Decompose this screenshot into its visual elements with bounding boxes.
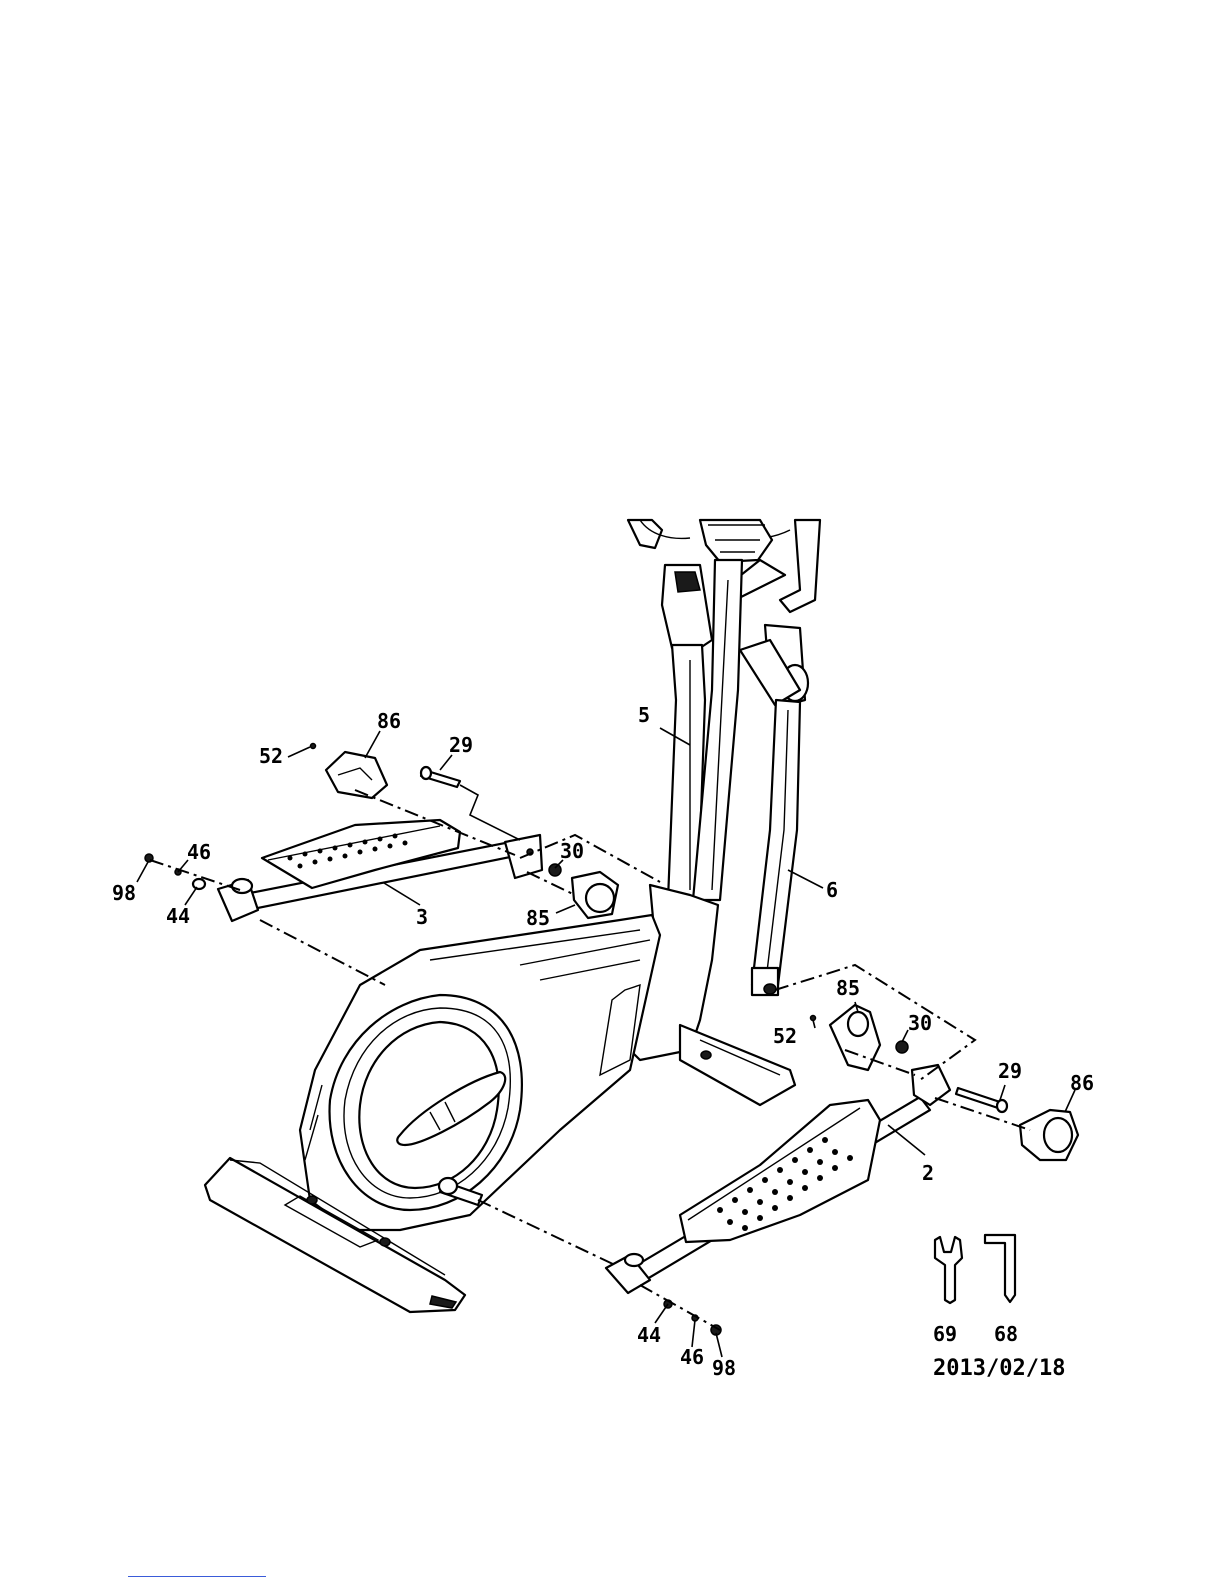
label-30-left: 30 (560, 839, 584, 863)
label-3: 3 (416, 905, 428, 929)
label-52-left: 52 (259, 744, 283, 768)
label-86-right: 86 (1070, 1071, 1094, 1095)
label-46-right: 46 (680, 1345, 704, 1369)
label-44-left: 44 (166, 904, 190, 928)
label-68: 68 (994, 1322, 1018, 1346)
open-end-wrench-icon (935, 1237, 962, 1303)
pedal-arm-3 (218, 820, 542, 921)
pedal-arm-2 (606, 1065, 950, 1293)
end-cap-86-right (1020, 1110, 1078, 1160)
nut-30-left (549, 864, 561, 876)
upright-arm-6 (752, 700, 800, 995)
label-98-left: 98 (112, 881, 136, 905)
main-frame (300, 885, 795, 1230)
label-2: 2 (922, 1161, 934, 1185)
label-30-right: 30 (908, 1011, 932, 1035)
label-69: 69 (933, 1322, 957, 1346)
nut-30-right (896, 1041, 908, 1053)
label-5: 5 (638, 703, 650, 727)
allen-key-icon (985, 1235, 1015, 1302)
label-85-left: 85 (526, 906, 550, 930)
label-85-right: 85 (836, 976, 860, 1000)
label-44-right: 44 (637, 1323, 661, 1347)
label-98-right: 98 (712, 1356, 736, 1380)
label-86-left: 86 (377, 709, 401, 733)
label-29-right: 29 (998, 1059, 1022, 1083)
drawing-date: 2013/02/18 (933, 1356, 1065, 1381)
label-6: 6 (826, 878, 838, 902)
label-46-left: 46 (187, 840, 211, 864)
bracket-85-left (572, 872, 618, 918)
bottom-rule (128, 1576, 266, 1577)
label-52-right: 52 (773, 1024, 797, 1048)
label-29-left: 29 (449, 733, 473, 757)
